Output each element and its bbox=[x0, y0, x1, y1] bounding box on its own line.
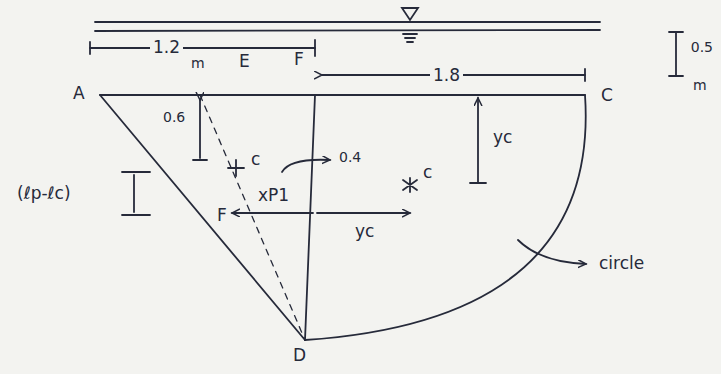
unit-label: m bbox=[188, 56, 208, 71]
leader-arrow bbox=[518, 240, 586, 264]
point-label: C bbox=[598, 86, 616, 105]
point-label: F bbox=[214, 206, 230, 225]
dimension-label: 0.4 bbox=[336, 150, 364, 165]
dimension-line bbox=[232, 212, 313, 214]
dimension-line bbox=[90, 47, 315, 49]
leader-arrow bbox=[282, 160, 330, 172]
bracket bbox=[122, 171, 150, 173]
dimension-line bbox=[199, 100, 201, 158]
distance-label: (ℓp-ℓc) bbox=[14, 184, 74, 203]
point-label: D bbox=[290, 346, 309, 365]
point-label: F bbox=[291, 50, 307, 69]
gate-top bbox=[100, 94, 585, 96]
gate-divider bbox=[305, 95, 315, 340]
water-symbol bbox=[402, 8, 418, 20]
point-label: A bbox=[70, 84, 88, 103]
dimension-label: 0.6 bbox=[160, 110, 188, 125]
shape-label: circle bbox=[596, 254, 647, 273]
distance-label: xP1 bbox=[255, 186, 292, 205]
centroid-label: c bbox=[248, 150, 263, 169]
dashed-line bbox=[200, 95, 305, 340]
surface-line bbox=[95, 30, 600, 31]
dimension-label: 1.8 bbox=[430, 66, 463, 85]
circle-arc bbox=[305, 95, 586, 340]
distance-label: yc bbox=[490, 128, 515, 147]
unit-label: m bbox=[690, 78, 710, 93]
centroid-mark bbox=[403, 178, 417, 192]
dimension-line bbox=[317, 212, 410, 214]
dimension-label: 0.5 bbox=[688, 40, 716, 55]
dimension-line bbox=[477, 98, 479, 182]
distance-label: yc bbox=[352, 222, 377, 241]
gate-side bbox=[100, 95, 305, 340]
point-label: E bbox=[236, 52, 253, 71]
centroid-label: c bbox=[420, 163, 435, 182]
dimension-label: 1.2 bbox=[150, 38, 183, 57]
dimension-line bbox=[675, 32, 677, 76]
surface-line bbox=[95, 21, 600, 23]
